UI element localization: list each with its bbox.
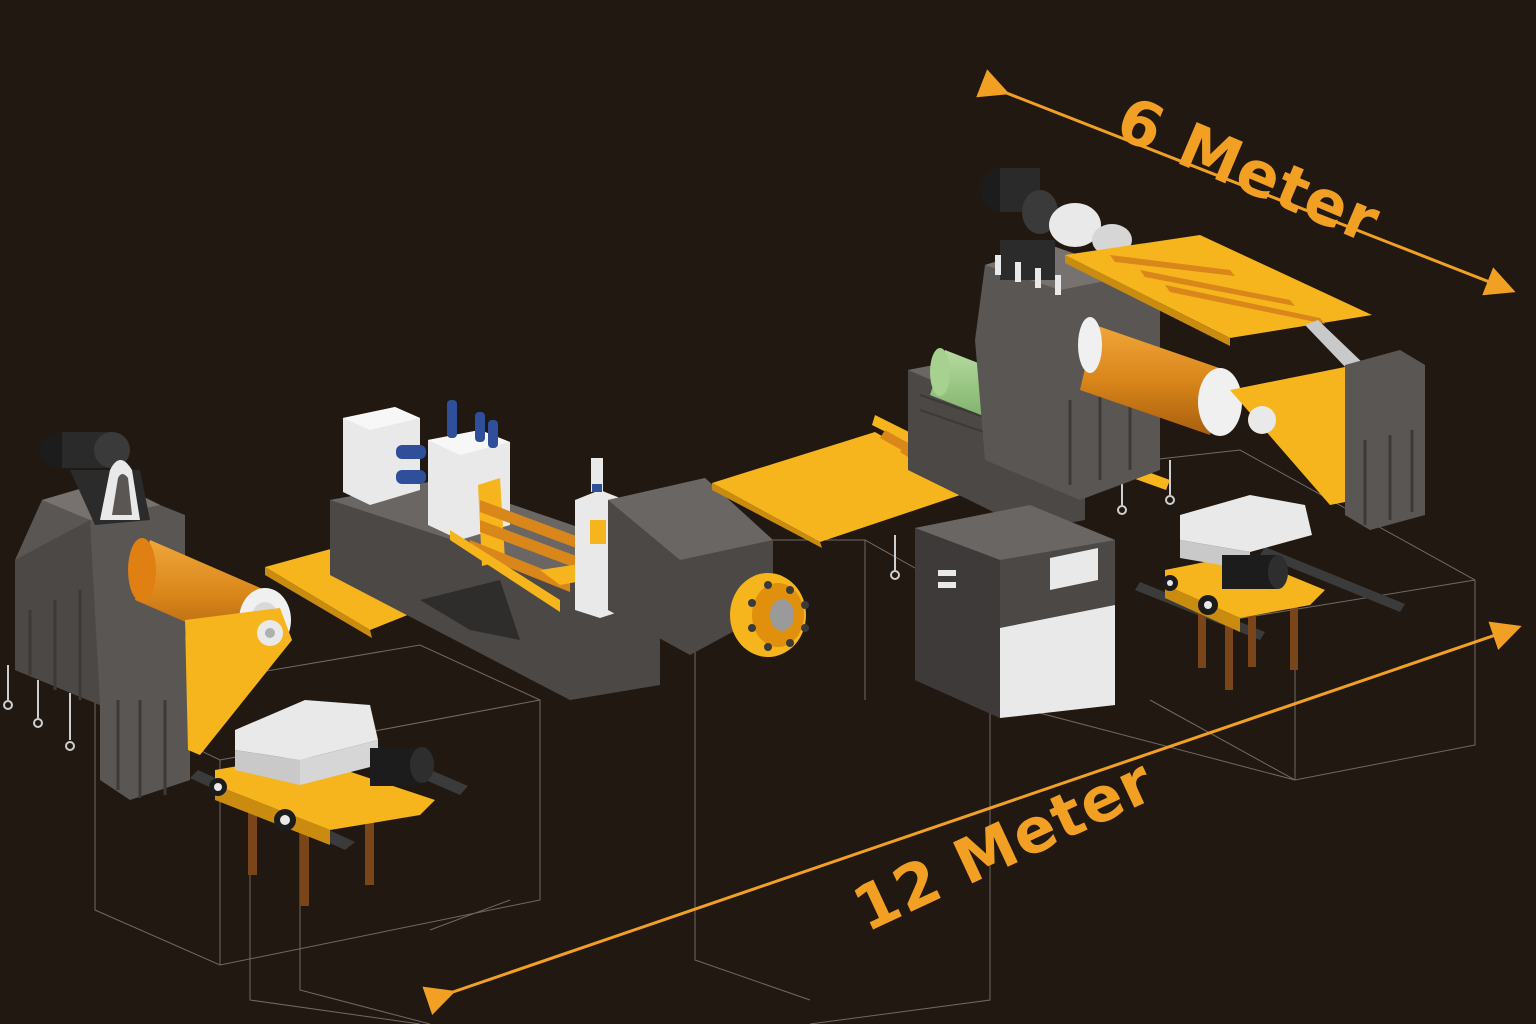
uncoiler-left bbox=[3, 432, 292, 800]
coil-car-left bbox=[190, 700, 468, 906]
control-cabinet bbox=[915, 505, 1115, 718]
length-dimension-arrow bbox=[422, 621, 1522, 1015]
coil-car-right bbox=[1135, 495, 1405, 690]
recoiler-right bbox=[975, 168, 1425, 530]
drive-unit bbox=[608, 478, 809, 657]
width-dimension-arrow bbox=[976, 69, 1516, 296]
